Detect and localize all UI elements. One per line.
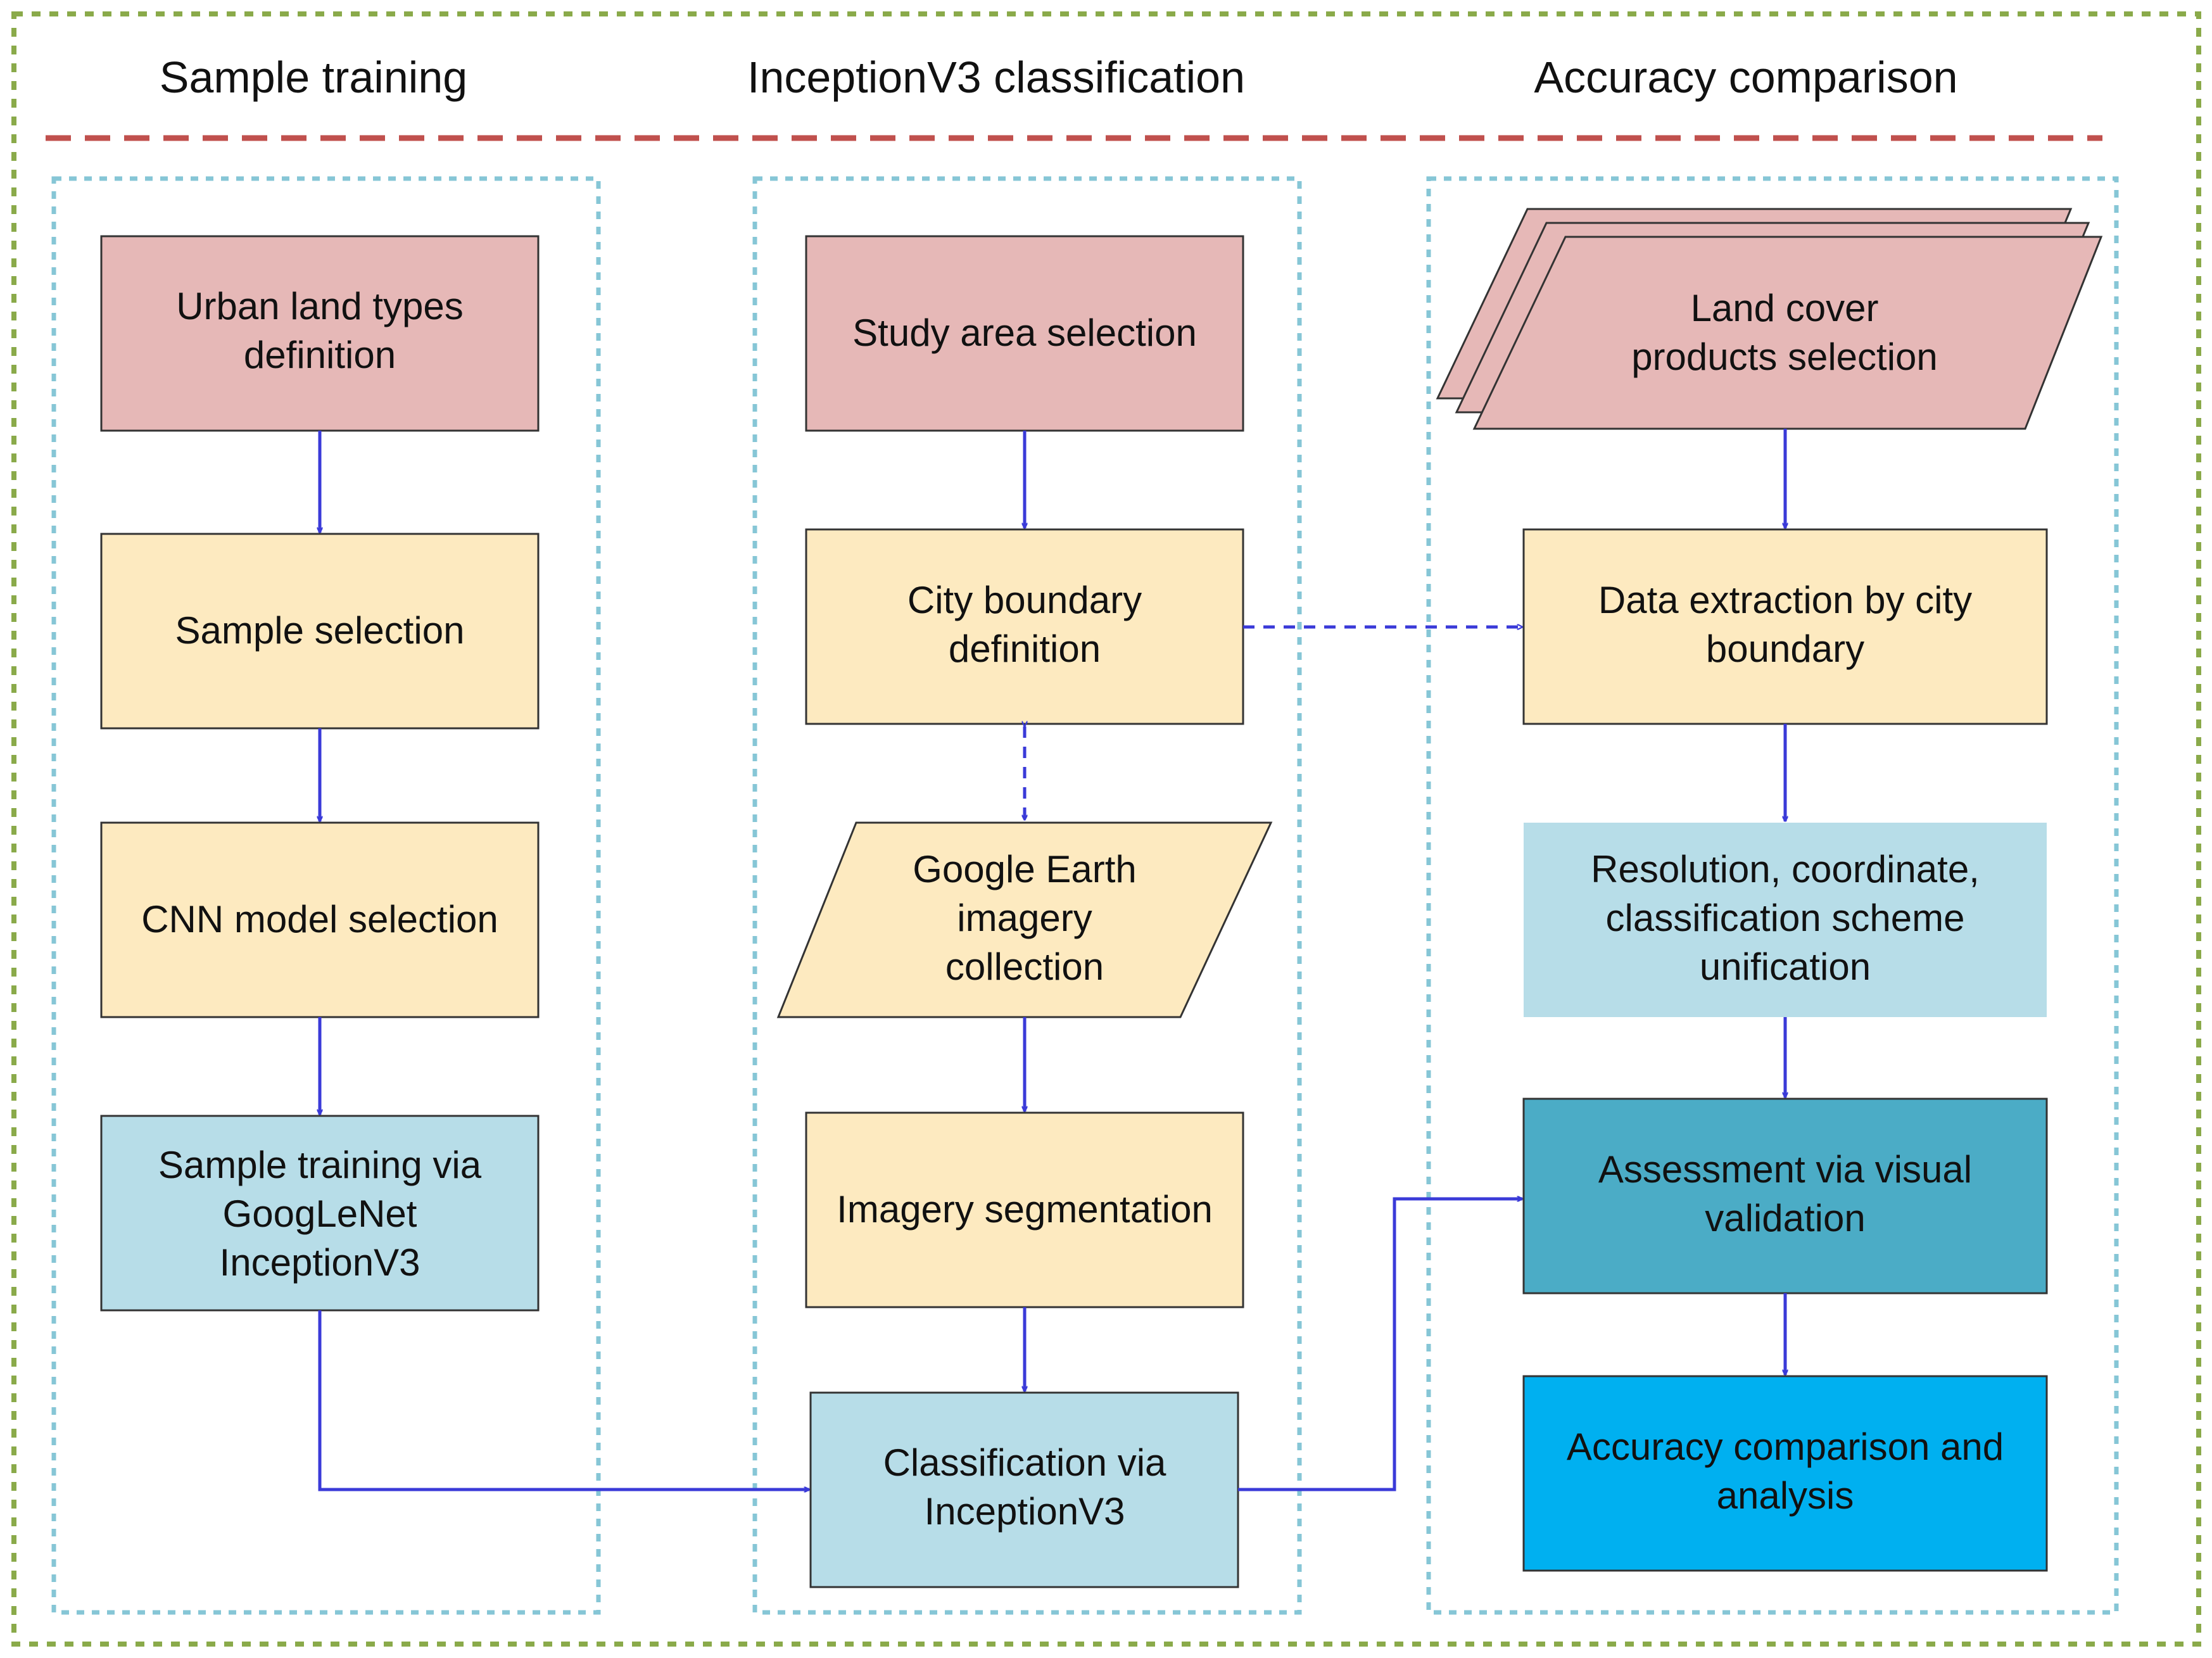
svg-text:CNN model selection: CNN model selection: [141, 898, 498, 940]
svg-text:Sample selection: Sample selection: [175, 609, 465, 652]
column-title-sample-training: Sample training: [160, 53, 467, 102]
arrow-classification-to-assessment: [1238, 1199, 1522, 1491]
outer-frame: [11, 11, 2201, 1647]
svg-text:Resolution, coordinate,classif: Resolution, coordinate,classification sc…: [1591, 848, 1980, 988]
lane-inception-classification: [752, 176, 1302, 1615]
node-study-area-selection: Study area selection: [805, 235, 1244, 432]
column-title-inception-classification: InceptionV3 classification: [747, 53, 1245, 102]
lane-sample-training: [51, 176, 601, 1615]
svg-text:Study area selection: Study area selection: [852, 312, 1197, 354]
column-title-accuracy-comparison: Accuracy comparison: [1534, 53, 1957, 102]
lane-accuracy-comparison: [1426, 176, 2119, 1615]
node-sample-selection: Sample selection: [100, 533, 540, 730]
svg-text:Imagery segmentation: Imagery segmentation: [837, 1188, 1213, 1231]
node-imagery-segmentation: Imagery segmentation: [805, 1111, 1244, 1308]
node-cnn-model-selection: CNN model selection: [100, 821, 540, 1018]
arrow-training-to-classification: [318, 1310, 809, 1490]
node-resolution-unification: Resolution, coordinate,classification sc…: [1524, 823, 2047, 1017]
